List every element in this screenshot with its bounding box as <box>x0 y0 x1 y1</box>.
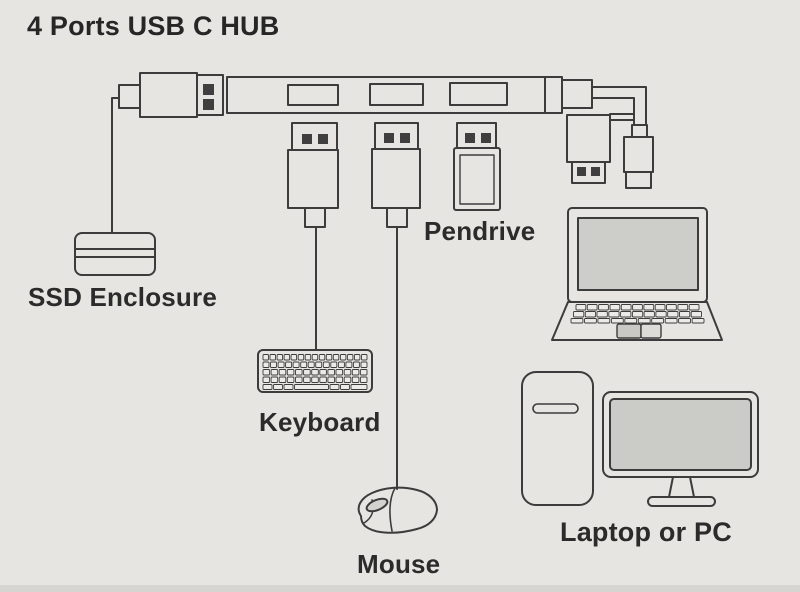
hub-end-segment <box>544 76 563 114</box>
laptop-keys <box>570 304 705 324</box>
hub-port <box>449 82 508 106</box>
hub-port <box>287 84 339 106</box>
keyboard-icon <box>257 349 373 393</box>
keyboard-label: Keyboard <box>259 407 381 437</box>
mouse-plug-icon <box>371 122 421 228</box>
pendrive-icon <box>453 122 501 211</box>
usb-a-adapter-icon <box>566 114 611 184</box>
mouse-label: Mouse <box>357 549 441 579</box>
hub-port <box>369 83 424 106</box>
ssd-enclosure-icon <box>74 232 156 276</box>
hub-end-cap <box>561 79 593 109</box>
page-title: 4 Ports USB C HUB <box>27 11 280 41</box>
laptop-icon <box>551 207 723 341</box>
ssd-cable <box>111 97 120 234</box>
mouse-icon <box>357 486 438 534</box>
keyboard-keys <box>262 354 368 390</box>
hub-upstream-plug-icon <box>118 72 224 118</box>
desktop-tower-icon <box>521 371 594 506</box>
keyboard-plug-icon <box>287 122 339 228</box>
pendrive-label: Pendrive <box>424 216 536 246</box>
hub-host-cable <box>591 86 647 126</box>
computer-label: Laptop or PC <box>560 517 732 547</box>
hub-illustration <box>118 72 654 189</box>
usb-c-connector-icon <box>623 124 654 189</box>
monitor-icon <box>602 391 759 507</box>
ssd-enclosure-label: SSD Enclosure <box>28 282 217 312</box>
scan-edge-shading <box>0 585 800 592</box>
